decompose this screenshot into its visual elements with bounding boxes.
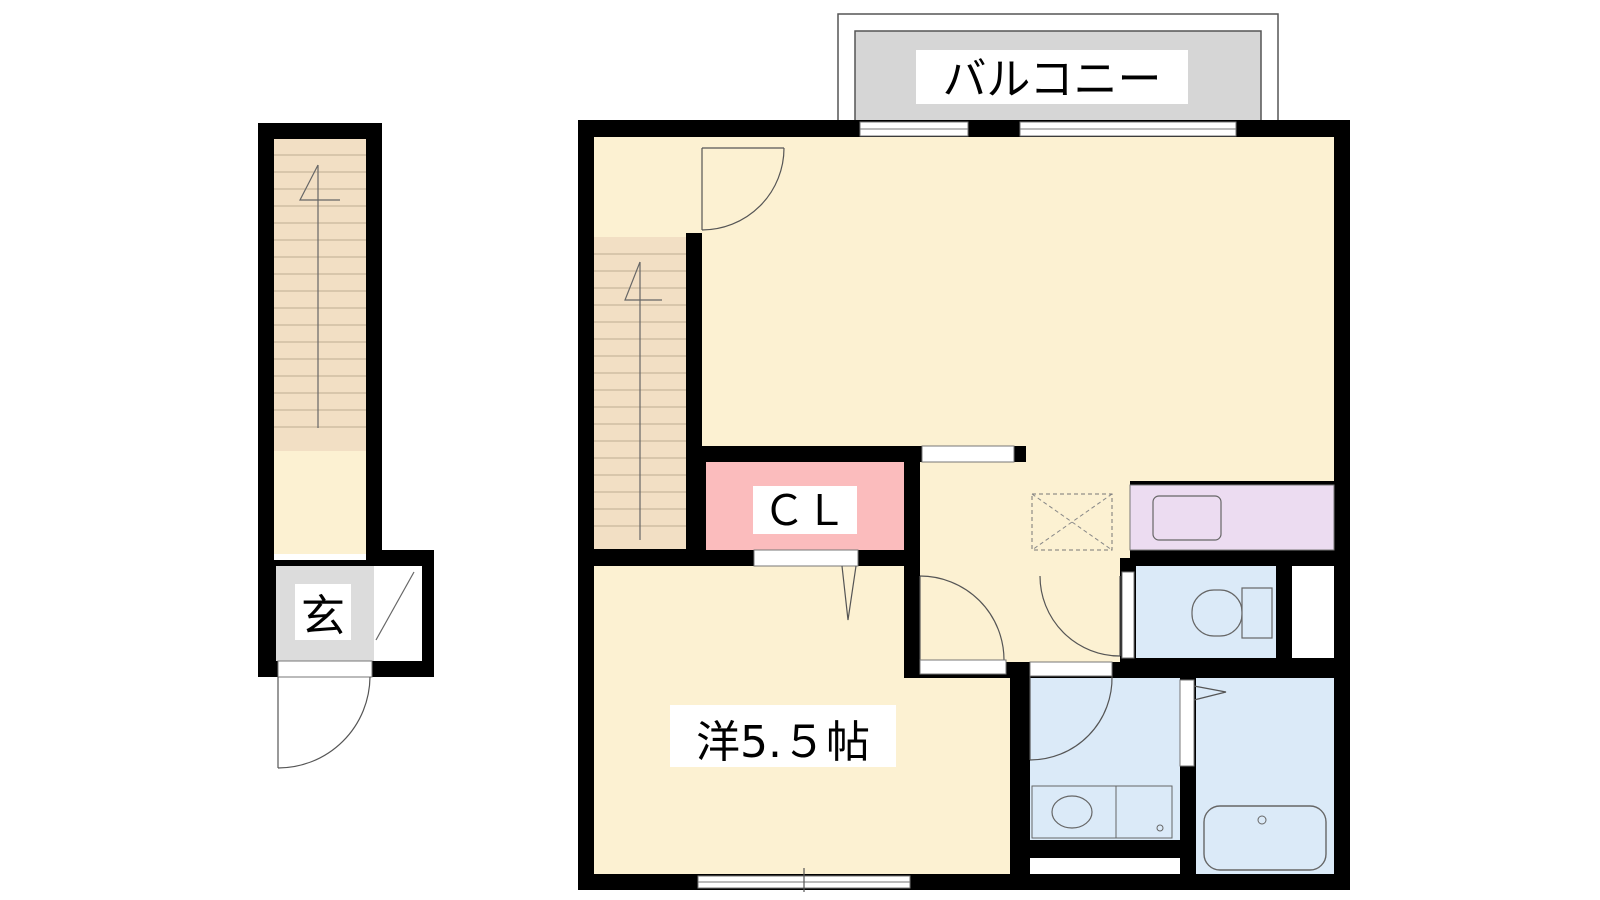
- wash-basin-icon: [1051, 795, 1093, 829]
- washroom-door[interactable]: [1029, 661, 1113, 677]
- entrance-label: 玄: [301, 591, 345, 642]
- hall-left: [274, 451, 366, 554]
- closet-label: ＣＬ: [763, 486, 847, 535]
- bathtub-icon: [1203, 805, 1327, 871]
- main-unit: ＣＬ 洋5.５帖: [578, 120, 1350, 892]
- western-room-label: 洋5.５帖: [696, 717, 870, 768]
- hall-opening: [921, 445, 1015, 463]
- ldk-room: [594, 137, 1334, 558]
- entrance-door-swing: [277, 676, 371, 769]
- bathroom-door[interactable]: [1179, 679, 1195, 767]
- stairs-left: [274, 139, 366, 451]
- entrance-stair-unit: 玄: [258, 123, 434, 769]
- closet-door[interactable]: [753, 549, 859, 567]
- kitchen-sink-icon: [1152, 495, 1222, 541]
- balcony-label: バルコニー: [942, 54, 1161, 105]
- stair-arrow-right-icon: [624, 261, 662, 301]
- balcony: バルコニー: [837, 13, 1279, 123]
- stair-treads-left: [274, 154, 366, 428]
- toilet-icon: [1191, 589, 1243, 637]
- stair-arrow-left-icon: [299, 164, 340, 201]
